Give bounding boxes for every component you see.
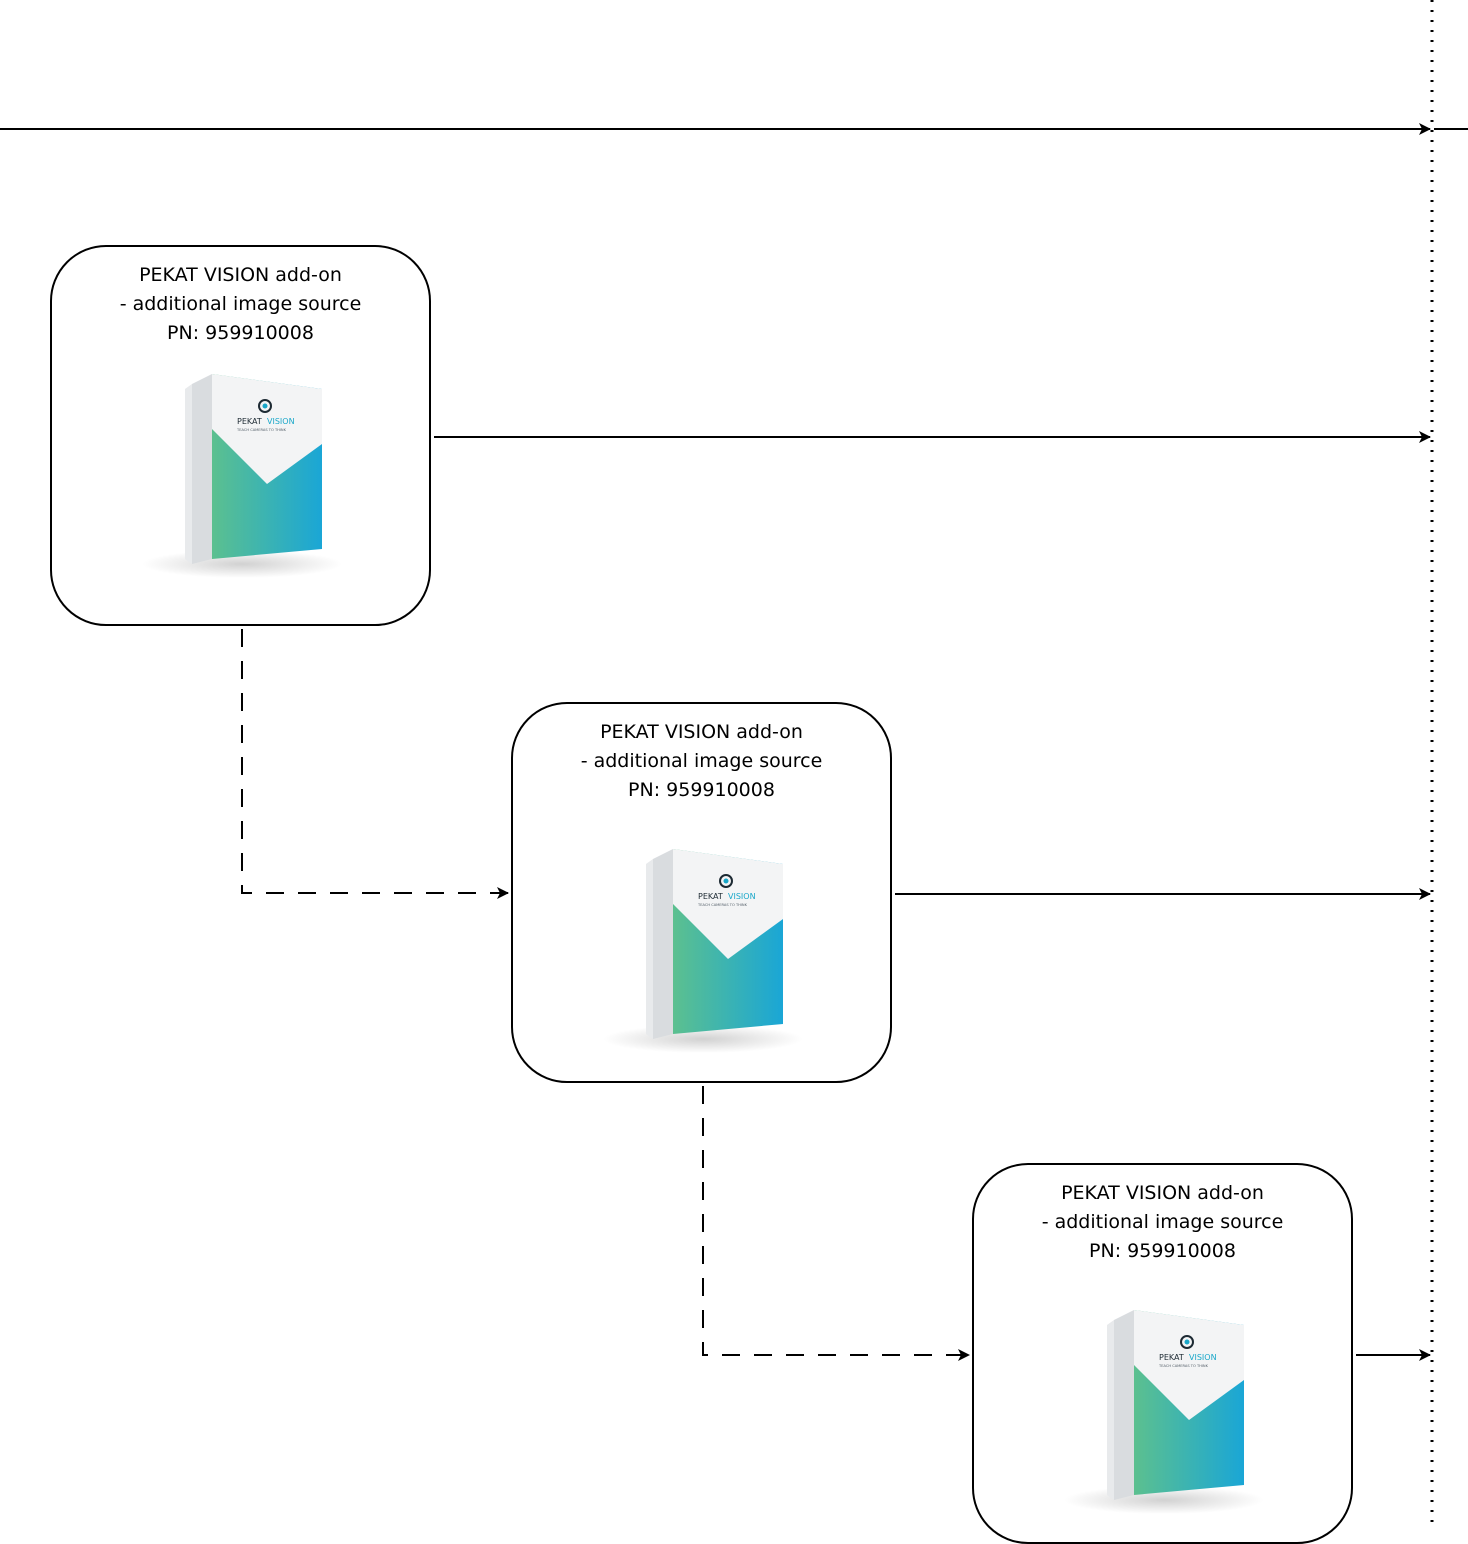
addon-part-number: PN: 959910008 — [1089, 1240, 1236, 1262]
edge-node1-to-node2 — [241, 629, 509, 899]
addon-description: - additional image source — [1041, 1211, 1284, 1233]
addon-part-number: PN: 959910008 — [167, 322, 314, 344]
addon-node-1: PEKAT VISION add-on - additional image s… — [50, 245, 431, 626]
box-tagline: TEACH CAMERAS TO THINK — [697, 903, 748, 907]
box-brand-accent: VISION — [1189, 1353, 1217, 1362]
addon-title: PEKAT VISION add-on — [1061, 1182, 1264, 1204]
box-brand-accent: VISION — [728, 892, 756, 901]
edge-node2-to-node3 — [702, 1086, 970, 1361]
software-box-icon: PEKAT VISION TEACH CAMERAS TO THINK — [142, 374, 342, 578]
box-brand-accent: VISION — [267, 417, 295, 426]
addon-description: - additional image source — [580, 750, 823, 772]
box-brand-text: PEKAT — [237, 417, 262, 426]
addon-node-label: PEKAT VISION add-on - additional image s… — [974, 1179, 1351, 1266]
addon-part-number: PN: 959910008 — [628, 779, 775, 801]
addon-node-label: PEKAT VISION add-on - additional image s… — [52, 261, 429, 348]
box-tagline: TEACH CAMERAS TO THINK — [236, 428, 287, 432]
addon-node-label: PEKAT VISION add-on - additional image s… — [513, 718, 890, 805]
software-box-icon: PEKAT VISION TEACH CAMERAS TO THINK — [603, 849, 803, 1053]
addon-title: PEKAT VISION add-on — [139, 264, 342, 286]
box-brand-text: PEKAT — [1159, 1353, 1184, 1362]
box-tagline: TEACH CAMERAS TO THINK — [1158, 1364, 1209, 1368]
software-box-icon: PEKAT VISION TEACH CAMERAS TO THINK — [1064, 1310, 1264, 1514]
addon-description: - additional image source — [119, 293, 362, 315]
box-brand-text: PEKAT — [698, 892, 723, 901]
addon-title: PEKAT VISION add-on — [600, 721, 803, 743]
addon-node-3: PEKAT VISION add-on - additional image s… — [972, 1163, 1353, 1544]
addon-node-2: PEKAT VISION add-on - additional image s… — [511, 702, 892, 1083]
